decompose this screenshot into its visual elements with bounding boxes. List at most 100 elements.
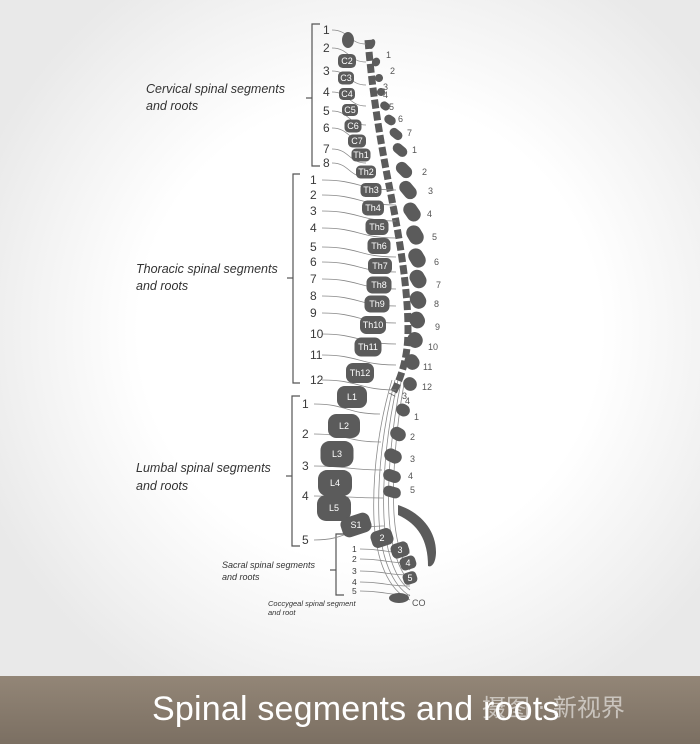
root-number: 11 [423, 362, 432, 372]
root-leader-line [321, 179, 397, 191]
coccyx-label: CO [412, 598, 426, 608]
thoracic-label-line1: Thoracic spinal segments [136, 262, 278, 276]
spinous-process [377, 88, 385, 96]
root-number: 4 [405, 396, 410, 406]
vertebra-body [340, 512, 372, 538]
root-leader-line [321, 354, 397, 366]
sacral-segment-number: 4 [352, 577, 357, 587]
cervical-segment-number: 1 [323, 23, 330, 37]
thoracic-segment-number: 12 [310, 373, 324, 387]
root-number: 12 [422, 382, 432, 392]
vertebra-body [370, 528, 394, 548]
vertebra-label: Th7 [372, 261, 388, 271]
root-number: 7 [407, 128, 412, 138]
thoracic-label-line2: and roots [136, 279, 188, 293]
vertebra-body [328, 414, 360, 438]
vertebra-label: L3 [332, 449, 342, 459]
vertebra-body [317, 495, 351, 521]
root-number: 6 [434, 257, 439, 267]
root-leader-line [321, 379, 397, 391]
lumbar-label-line2: and roots [136, 479, 188, 493]
vertebra-label: Th3 [363, 185, 379, 195]
root-leader-line [313, 403, 381, 415]
thoracic-segment-number: 2 [310, 188, 317, 202]
cauda-fibre [383, 379, 411, 591]
cervical-label-line2: and roots [146, 99, 198, 113]
lumbar-bracket [291, 395, 300, 547]
root-number: 2 [390, 66, 395, 76]
vertebra-label: Th6 [371, 241, 387, 251]
coccygeal-label-line1: Coccygeal spinal segment [268, 599, 356, 608]
spinous-process [392, 143, 408, 157]
cauda-fibre [373, 379, 411, 601]
watermark: 摄图 · 新视界 [482, 694, 625, 722]
root-leader-line [321, 227, 397, 239]
vertebra-label: Th11 [358, 342, 378, 352]
thoracic-segment-number: 11 [310, 348, 323, 362]
vertebra-label: C5 [344, 105, 356, 115]
thoracic-segment-number: 1 [310, 173, 317, 187]
lumbar-segment-number: 3 [302, 459, 309, 473]
thoracic-segment-number: 10 [310, 327, 324, 341]
coccygeal-label-line2: and root [268, 608, 296, 617]
root-number: 2 [410, 432, 415, 442]
root-number: 4 [408, 471, 413, 481]
vertebra-body [366, 276, 392, 294]
vertebra-label: C2 [341, 56, 353, 66]
thoracic-segment-number: 8 [310, 289, 317, 303]
root-number: 2 [422, 167, 427, 177]
vertebra-label: S1 [350, 520, 361, 530]
vertebra-body [348, 134, 366, 148]
spinous-process [371, 57, 381, 67]
sacral-segment-number: 5 [352, 586, 357, 596]
vertebra-body [337, 386, 367, 408]
vertebra-label: L5 [329, 503, 339, 513]
root-number: 6 [398, 114, 403, 124]
spinal-cord [364, 39, 412, 397]
lumbar-segment-number: 4 [302, 489, 309, 503]
spinal-cord-path [364, 39, 412, 397]
coccyx [389, 593, 409, 603]
root-number: 4 [427, 209, 432, 219]
sacrum-curve [398, 505, 436, 567]
vertebra-label: Th10 [363, 320, 384, 330]
vertebra-body [339, 88, 355, 100]
spinous-process [389, 127, 403, 141]
cervical-segment-number: 3 [323, 64, 330, 78]
vertebra-body [390, 541, 410, 559]
spine-diagram: Cervical spinal segments and roots Thora… [136, 23, 441, 617]
spinous-process [406, 225, 424, 245]
vertebra-label: C6 [347, 121, 359, 131]
root-number: 4 [383, 90, 388, 100]
spinous-process [395, 161, 413, 179]
vertebra-label: 2 [379, 533, 384, 543]
vertebra-body [360, 183, 382, 197]
root-number: 3 [383, 82, 388, 92]
thoracic-segment-number: 5 [310, 240, 317, 254]
cauda-fibre [378, 379, 411, 597]
thoracic-segment-number: 7 [310, 272, 317, 286]
root-number: 3 [428, 186, 433, 196]
root-number: 3 [410, 454, 415, 464]
vertebra-C1 [342, 32, 354, 48]
vertebra-label: 5 [407, 573, 412, 583]
spinous-process [409, 311, 425, 329]
root-number: 3 [402, 391, 407, 401]
vertebra-body [342, 104, 358, 116]
spinous-process [375, 74, 383, 82]
vertebra-label: L4 [330, 478, 340, 488]
vertebra-body [354, 337, 382, 357]
vertebra-label: Th12 [350, 368, 371, 378]
spinous-process [383, 485, 401, 499]
root-number: 10 [428, 342, 438, 352]
root-leader-line [313, 465, 383, 471]
spinous-process [383, 468, 401, 484]
thoracic-bracket [292, 173, 300, 384]
root-number: 5 [410, 485, 415, 495]
group-brackets [286, 23, 344, 596]
vertebra-label: 3 [397, 545, 402, 555]
vertebra-label: Th1 [353, 150, 369, 160]
spinous-process [390, 426, 406, 442]
vertebra-label: L1 [347, 392, 357, 402]
